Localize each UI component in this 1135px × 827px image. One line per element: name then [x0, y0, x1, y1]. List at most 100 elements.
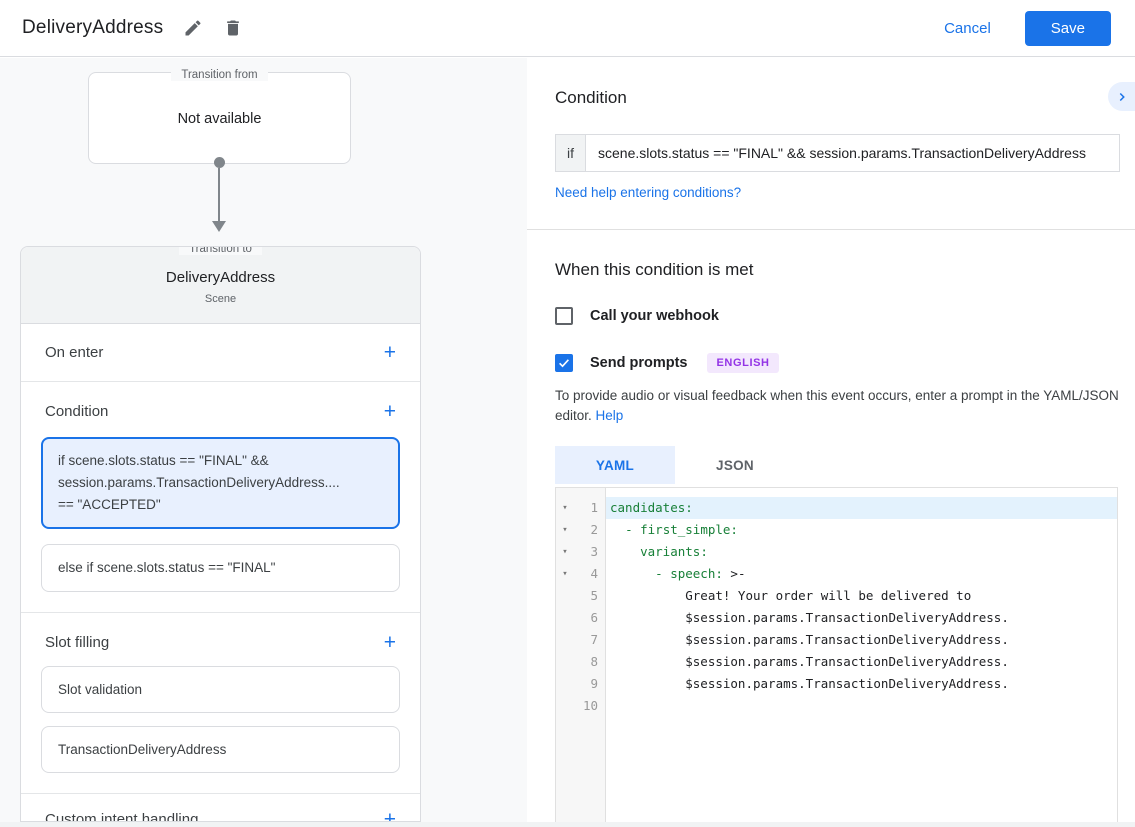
language-badge: ENGLISH: [707, 353, 779, 373]
yaml-text-token: $session.params.TransactionDeliveryAddre…: [610, 610, 1009, 625]
gutter-line: 9: [556, 673, 605, 695]
fold-arrow-icon[interactable]: ▾: [562, 525, 568, 535]
fold-arrow-icon[interactable]: ▾: [562, 503, 568, 513]
custom-intent-row[interactable]: Custom intent handling +: [21, 794, 420, 822]
yaml-text-token: $session.params.TransactionDeliveryAddre…: [610, 654, 1009, 669]
line-number: 6: [590, 610, 598, 625]
webhook-checkbox[interactable]: [555, 307, 573, 325]
line-number: 10: [582, 698, 598, 713]
condition-section-label: Condition: [45, 403, 109, 420]
transition-to-card: Transition to DeliveryAddress Scene On e…: [20, 246, 421, 822]
checkmark-icon: [559, 359, 569, 368]
tab-yaml[interactable]: YAML: [555, 446, 675, 484]
yaml-text-token: >-: [722, 566, 746, 581]
line-number: 2: [590, 522, 598, 537]
delete-scene-button[interactable]: [223, 18, 243, 38]
tab-json[interactable]: JSON: [716, 457, 754, 473]
line-number: 4: [590, 566, 598, 581]
yaml-key-token: - speech:: [655, 566, 723, 581]
slot-transaction-card[interactable]: TransactionDeliveryAddress: [41, 726, 400, 773]
yaml-text-token: [610, 544, 640, 559]
code-line[interactable]: - first_simple:: [606, 519, 1117, 541]
yaml-text-token: $session.params.TransactionDeliveryAddre…: [610, 676, 1009, 691]
line-number: 5: [590, 588, 598, 603]
send-prompts-label: Send prompts: [590, 355, 688, 371]
prompts-description-text: To provide audio or visual feedback when…: [555, 388, 1119, 423]
help-link[interactable]: Help: [595, 408, 624, 423]
add-slot-icon[interactable]: +: [383, 631, 396, 654]
if-label: if: [555, 134, 585, 172]
code-line[interactable]: candidates:: [606, 497, 1117, 519]
slot-validation-card[interactable]: Slot validation: [41, 666, 400, 713]
connector-line: [218, 168, 220, 222]
gutter-line: 5: [556, 585, 605, 607]
condition-line: session.params.TransactionDeliveryAddres…: [58, 475, 340, 490]
code-line[interactable]: $session.params.TransactionDeliveryAddre…: [606, 651, 1117, 673]
custom-intent-label: Custom intent handling: [45, 810, 199, 822]
condition-panel-title: Condition: [555, 88, 627, 107]
gutter-line: 8: [556, 651, 605, 673]
add-on-enter-icon[interactable]: +: [383, 341, 396, 364]
cancel-button[interactable]: Cancel: [944, 19, 991, 37]
webhook-label: Call your webhook: [590, 308, 719, 324]
on-enter-row[interactable]: On enter +: [21, 324, 420, 382]
trash-icon: [227, 20, 240, 36]
panel-divider: [527, 229, 1135, 230]
line-number: 3: [590, 544, 598, 559]
yaml-key-token: - first_simple:: [625, 522, 738, 537]
transition-from-box: Transition from Not available: [88, 69, 351, 164]
yaml-text-token: Great! Your order will be delivered to: [610, 588, 972, 603]
send-prompts-checkbox[interactable]: [555, 354, 573, 372]
fold-arrow-icon[interactable]: ▾: [562, 569, 568, 579]
edit-scene-button[interactable]: [183, 18, 203, 38]
collapse-panel-button[interactable]: [1108, 82, 1135, 111]
add-custom-intent-icon[interactable]: +: [383, 807, 396, 822]
code-line[interactable]: Great! Your order will be delivered to: [606, 585, 1117, 607]
pencil-icon: [185, 20, 201, 36]
code-line[interactable]: $session.params.TransactionDeliveryAddre…: [606, 629, 1117, 651]
yaml-text-token: [610, 522, 625, 537]
code-line[interactable]: $session.params.TransactionDeliveryAddre…: [606, 673, 1117, 695]
connector-dot: [214, 157, 225, 168]
condition-expression-input[interactable]: scene.slots.status == "FINAL" && session…: [585, 134, 1120, 172]
yaml-text-token: [610, 566, 655, 581]
condition-detail-panel: Condition if scene.slots.status == "FINA…: [527, 58, 1135, 827]
on-enter-label: On enter: [45, 344, 104, 361]
slot-filling-label: Slot filling: [45, 634, 110, 651]
code-line[interactable]: $session.params.TransactionDeliveryAddre…: [606, 607, 1117, 629]
line-number: 7: [590, 632, 598, 647]
handler-panel-title: When this condition is met: [555, 260, 754, 279]
editor-format-tabs: YAML JSON: [555, 446, 1135, 484]
send-prompts-option-row: Send prompts ENGLISH: [555, 353, 1135, 373]
save-button[interactable]: Save: [1024, 10, 1111, 46]
gutter-line: ▾1: [556, 497, 605, 519]
line-number: 9: [590, 676, 598, 691]
yaml-key-token: candidates:: [610, 500, 693, 515]
webhook-option-row: Call your webhook: [555, 307, 1135, 325]
gutter-line: 10: [556, 695, 605, 717]
connector-arrowhead-icon: [212, 221, 226, 232]
yaml-text-token: $session.params.TransactionDeliveryAddre…: [610, 632, 1009, 647]
scene-card-header: DeliveryAddress Scene: [21, 247, 420, 324]
scene-name: DeliveryAddress: [165, 269, 276, 286]
add-condition-icon[interactable]: +: [383, 400, 396, 423]
scene-flow-panel: Transition from Not available Transition…: [0, 58, 527, 822]
code-line[interactable]: variants:: [606, 541, 1117, 563]
gutter-line: 7: [556, 629, 605, 651]
conditions-help-link[interactable]: Need help entering conditions?: [555, 185, 742, 200]
app-header: DeliveryAddress Cancel Save: [0, 0, 1135, 57]
code-line[interactable]: - speech: >-: [606, 563, 1117, 585]
editor-code-area[interactable]: candidates: - first_simple: variants: - …: [606, 488, 1117, 827]
gutter-line: ▾3: [556, 541, 605, 563]
yaml-key-token: variants:: [640, 544, 708, 559]
condition-line: if scene.slots.status == "FINAL" &&: [58, 453, 269, 468]
condition-card-else[interactable]: else if scene.slots.status == "FINAL": [41, 544, 400, 592]
fold-arrow-icon[interactable]: ▾: [562, 547, 568, 557]
code-line[interactable]: [606, 695, 1117, 717]
condition-card-selected[interactable]: if scene.slots.status == "FINAL" && sess…: [41, 437, 400, 529]
scene-type-label: Scene: [204, 293, 237, 305]
line-number: 1: [590, 500, 598, 515]
condition-section: Condition + if scene.slots.status == "FI…: [21, 382, 420, 613]
